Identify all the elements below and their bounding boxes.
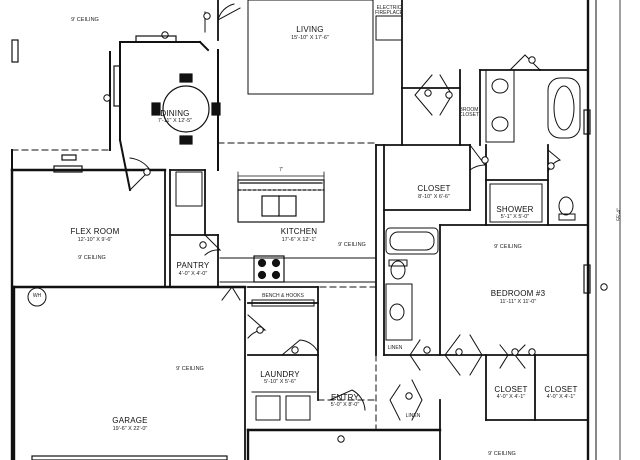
ceiling-label-kitchen: 9' CEILING [338, 242, 366, 248]
fridge [175, 171, 203, 207]
kitchen-island [237, 179, 325, 223]
exterior-walls [10, 0, 597, 460]
range [253, 255, 285, 283]
interior-walls [164, 0, 589, 460]
kitchen-label: KITCHEN [280, 227, 318, 236]
bench [251, 299, 315, 307]
bedroom3-dims: 11'-11" X 11'-0" [499, 299, 537, 305]
bench-hooks-label: BENCH & HOOKS [262, 293, 304, 299]
side-dim-label: 55'-4" [616, 208, 623, 221]
open-plan-dashes [11, 142, 377, 431]
water-heater [27, 287, 47, 307]
garage-label: GARAGE [112, 416, 148, 425]
flex-room-label: FLEX ROOM [70, 227, 120, 236]
bath-fixtures [385, 69, 581, 341]
shower-dims: 5'-1" X 5'-0" [500, 214, 530, 220]
island-dim-label: 7' [279, 167, 283, 173]
ceiling-label-bedroom3: 9' CEILING [494, 244, 522, 250]
electric-fireplace-label: ELECTRIC FIREPLACE [375, 5, 403, 16]
kitchen-dims: 17'-6" X 12'-1" [281, 237, 317, 243]
closet-main-label: CLOSET [417, 184, 451, 193]
entry-dims: 5'-0" X 8'-0" [330, 402, 360, 408]
garage-dims: 19'-6" X 22'-0" [112, 426, 148, 432]
flex-room-dims: 12'-10" X 9'-6" [77, 237, 113, 243]
ceiling-label-garage: 9' CEILING [176, 366, 204, 372]
door-swings [129, 3, 562, 421]
closet-b-label: CLOSET [544, 385, 578, 394]
island-dimension [237, 171, 325, 181]
closet-a-dims: 4'-0" X 4'-1" [496, 394, 526, 400]
dining-dims: 7'-11" X 12'-5" [157, 118, 193, 124]
closet-b-dims: 4'-0" X 4'-1" [546, 394, 576, 400]
electric-fireplace [375, 15, 403, 41]
broom-closet-label: BROOM CLOSET [458, 107, 479, 118]
laundry-dims: 5'-10" X 5'-6" [264, 379, 296, 385]
windows [11, 35, 591, 460]
living-label: LIVING [296, 25, 324, 34]
pantry-dims: 4'-0" X 4'-0" [178, 271, 208, 277]
ceiling-label-top-left: 9' CEILING [71, 17, 99, 23]
dining-label: DINING [160, 109, 190, 118]
entry-label: ENTRY [331, 393, 359, 402]
laundry-appliances [251, 391, 317, 421]
laundry-label: LAUNDRY [260, 370, 300, 379]
living-outline [247, 0, 374, 95]
ceiling-label-flex: 9' CEILING [78, 255, 106, 261]
dining-table [151, 73, 221, 145]
water-heater-label: WH [32, 293, 42, 299]
closet-a-label: CLOSET [494, 385, 528, 394]
closet-main-dims: 8'-10" X 6'-6" [418, 194, 450, 200]
living-dims: 15'-10" X 17'-6" [291, 35, 329, 41]
door-knobs [103, 12, 608, 443]
bedroom3-label: BEDROOM #3 [490, 289, 546, 298]
linen-bath-label: LINEN [387, 345, 403, 351]
linen-entry-label: LINEN [405, 413, 421, 419]
shower-label: SHOWER [496, 205, 534, 214]
ceiling-label-bottom-right: 9' CEILING [488, 451, 516, 457]
pantry-label: PANTRY [176, 261, 210, 270]
